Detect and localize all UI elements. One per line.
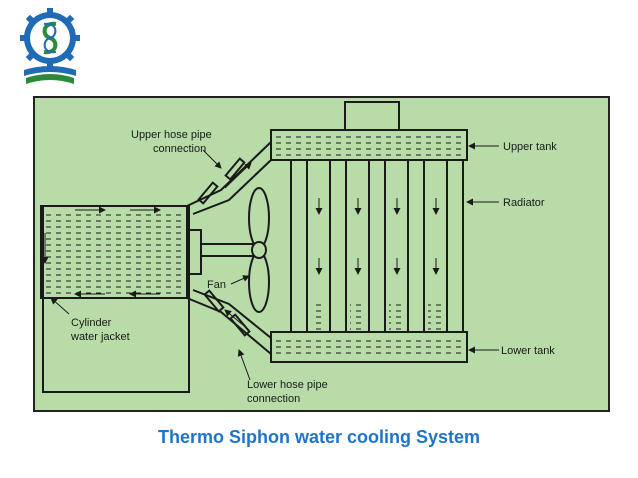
upper-hose-pipe: [186, 141, 272, 215]
diagram-canvas: Upper hose pipe connection Upper tank Ra…: [40, 101, 557, 405]
lower-hose-label-2: connection: [247, 393, 300, 405]
upper-tank: [270, 129, 468, 161]
fan-label: Fan: [207, 279, 226, 291]
radiator-filler-cap: [344, 101, 400, 131]
radiator-label: Radiator: [503, 197, 545, 209]
cylinder-label-2: water jacket: [70, 331, 130, 343]
upper-tank-label: Upper tank: [503, 141, 557, 153]
leader-lines: [50, 142, 499, 381]
cylinder-label: Cylinder: [71, 317, 112, 329]
upper-hose-label: Upper hose pipe: [131, 129, 212, 141]
cooling-system-diagram: Upper hose pipe connection Upper tank Ra…: [33, 96, 610, 412]
lower-tank-label: Lower tank: [501, 345, 555, 357]
lower-hose-pipe: [186, 289, 272, 355]
radiator-core: [290, 159, 464, 333]
lower-tank: [270, 331, 468, 363]
fan: [248, 187, 270, 313]
university-emblem-icon: [20, 8, 80, 84]
lower-hose-label: Lower hose pipe: [247, 379, 328, 391]
figure-caption: Thermo Siphon water cooling System: [157, 427, 481, 447]
fan-shaft: [186, 229, 253, 275]
cylinder-water-jacket: [40, 205, 188, 299]
upper-hose-label-2: connection: [153, 143, 206, 155]
university-logo: [20, 8, 80, 84]
